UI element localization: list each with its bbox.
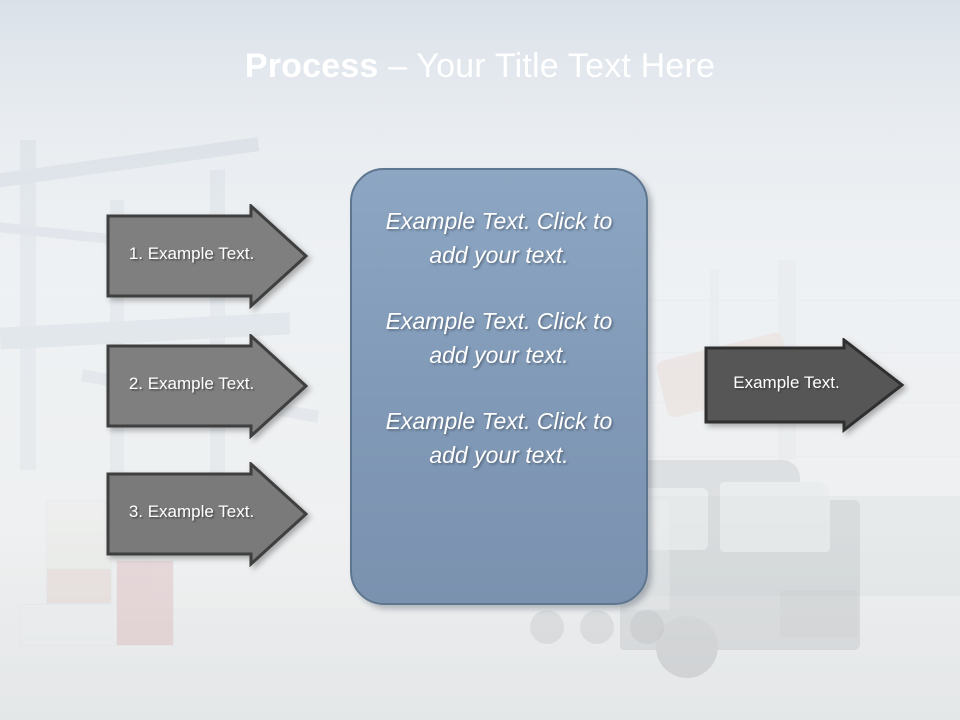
page-title: Process – Your Title Text Here — [0, 46, 960, 86]
page-title-bold: Process — [244, 47, 379, 85]
centre-panel-text-2: Example Text. Click to add your text. — [385, 308, 613, 368]
process-centre-panel[interactable]: Example Text. Click to add your text. Ex… — [350, 168, 648, 605]
process-step-arrow-3[interactable]: 3. Example Text. — [94, 462, 309, 567]
centre-panel-text-1: Example Text. Click to add your text. — [385, 208, 613, 268]
process-output-arrow[interactable]: Example Text. — [694, 338, 906, 433]
page-title-rest: – Your Title Text Here — [378, 47, 716, 85]
process-step-arrow-1[interactable]: 1. Example Text. — [94, 204, 309, 309]
centre-panel-text-3: Example Text. Click to add your text. — [385, 408, 613, 468]
process-step-arrow-2[interactable]: 2. Example Text. — [94, 334, 309, 439]
